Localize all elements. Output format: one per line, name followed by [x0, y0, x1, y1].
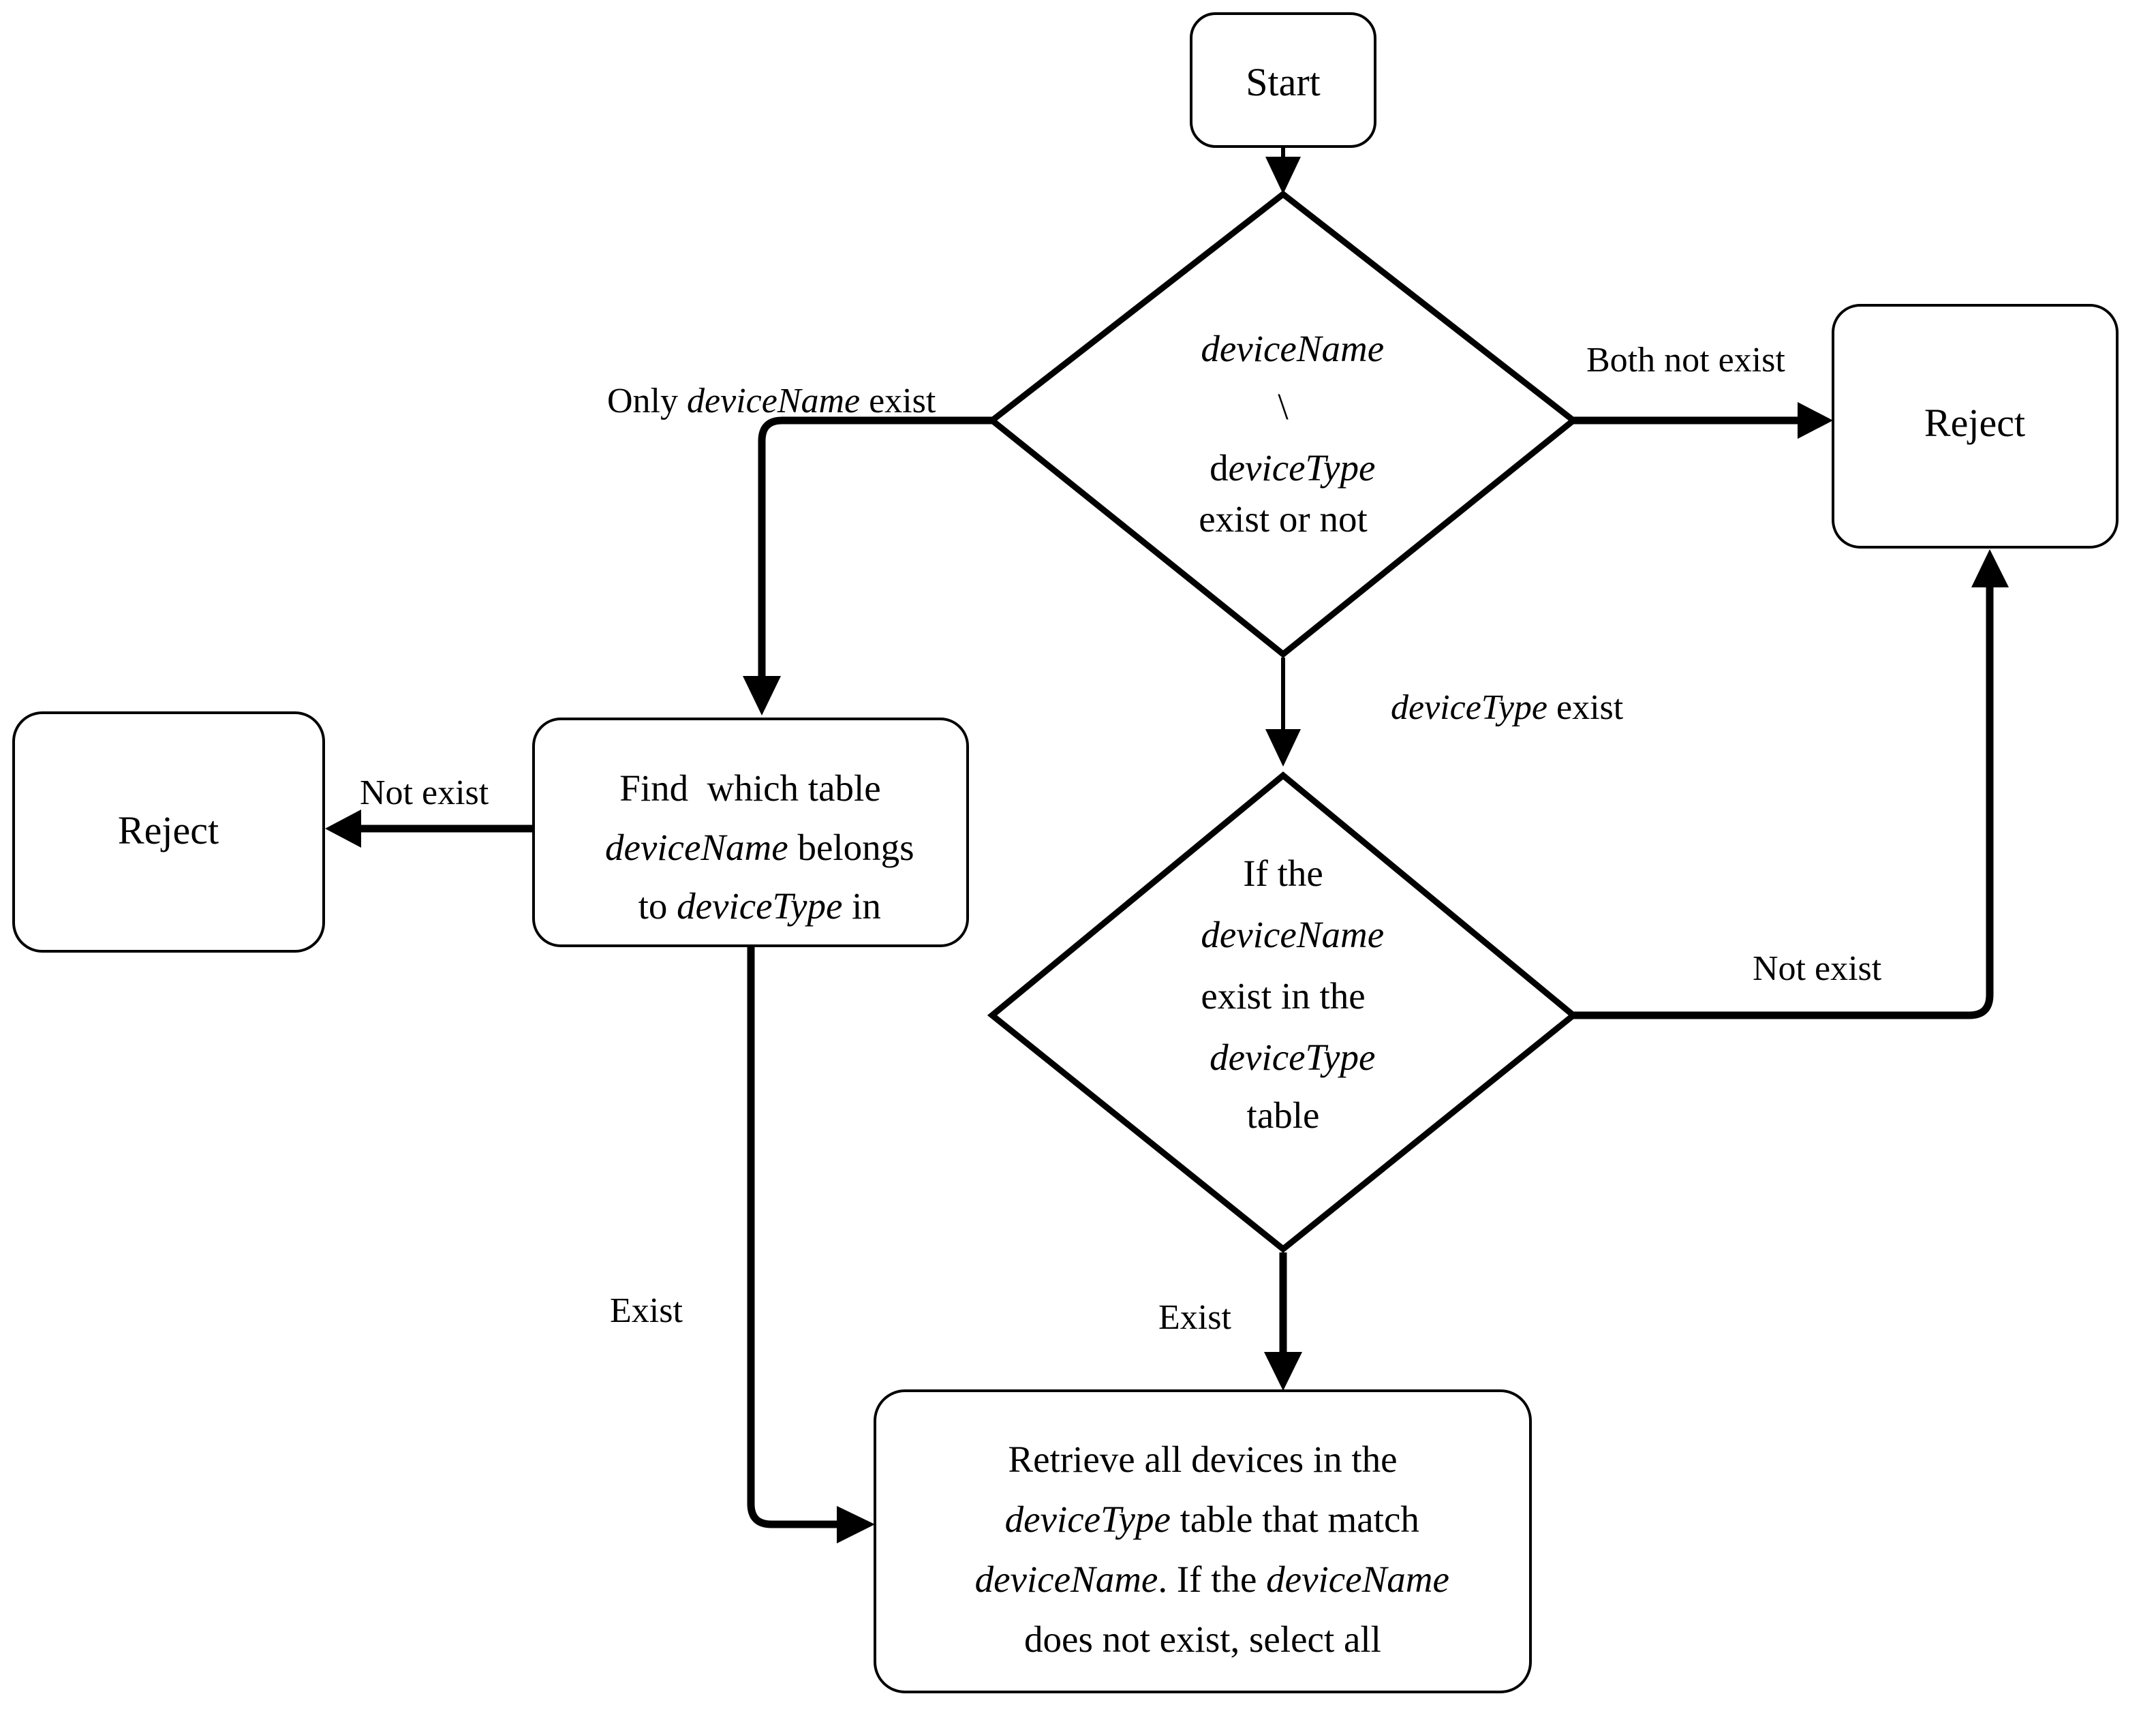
- edge-label-both-not-exist: Both not exist: [1586, 341, 1785, 380]
- node-find-table[interactable]: Find which table deviceName belongs to d…: [521, 718, 980, 947]
- retrieve-line3: deviceName. If the deviceName: [891, 1558, 1515, 1600]
- edge-decision2-to-reject-right: [1573, 549, 2009, 1019]
- decision1-line4: exist or not: [1199, 498, 1367, 540]
- node-decision-name-in-table[interactable]: If the deviceName exist in the deviceTyp…: [987, 771, 1579, 1253]
- retrieve-line1: Retrieve all devices in the: [1008, 1438, 1397, 1480]
- decision2-line2: deviceName: [1117, 914, 1450, 955]
- edge-decision1-to-reject-right: [1573, 402, 1833, 439]
- node-start-label: Start: [1246, 60, 1321, 104]
- find-table-line1: Find which table: [619, 767, 880, 809]
- node-retrieve[interactable]: Retrieve all devices in the deviceType t…: [874, 1389, 1532, 1693]
- edge-label-not-exist-right: Not exist: [1753, 949, 1882, 988]
- edge-decision1-to-find-table: [743, 416, 992, 715]
- decision2-line3: exist in the: [1201, 975, 1365, 1017]
- edge-start-to-decision1: [1265, 145, 1301, 194]
- edge-decision2-to-retrieve: [1264, 1252, 1302, 1391]
- decision2-line1: If the: [1243, 852, 1323, 894]
- edge-label-not-exist-left: Not exist: [360, 773, 489, 812]
- edge-label-only-devicename-exist: Only deviceName exist: [545, 382, 980, 420]
- node-reject-left[interactable]: Reject: [12, 711, 325, 953]
- edge-label-exist-bottom: Exist: [1158, 1298, 1231, 1337]
- decision2-line5: table: [1247, 1094, 1320, 1136]
- node-reject-right[interactable]: Reject: [1832, 304, 2119, 549]
- retrieve-line4: does not exist, select all: [1024, 1618, 1381, 1660]
- decision2-line4: deviceType: [1125, 1036, 1441, 1078]
- edge-decision1-to-decision2: [1265, 658, 1301, 767]
- node-reject-left-label: Reject: [118, 808, 219, 852]
- edge-find-table-to-reject-left: [325, 810, 534, 848]
- node-decision-devicename-devicetype[interactable]: deviceName \ deviceType exist or not: [987, 190, 1579, 658]
- edge-find-table-to-retrieve: [747, 946, 875, 1543]
- node-start[interactable]: Start: [1190, 12, 1376, 148]
- node-reject-right-label: Reject: [1924, 401, 2025, 445]
- decision1-line3: deviceType: [1125, 447, 1441, 489]
- edge-label-devicetype-exist: deviceType exist: [1329, 688, 1667, 727]
- edge-label-exist-left: Exist: [610, 1291, 683, 1330]
- decision1-line2: \: [1278, 386, 1289, 427]
- decision1-line1: deviceName: [1117, 328, 1450, 369]
- retrieve-line2: deviceType table that match: [921, 1498, 1485, 1540]
- find-table-line2: deviceName belongs: [521, 827, 980, 868]
- find-table-line3: to deviceType in: [554, 885, 946, 927]
